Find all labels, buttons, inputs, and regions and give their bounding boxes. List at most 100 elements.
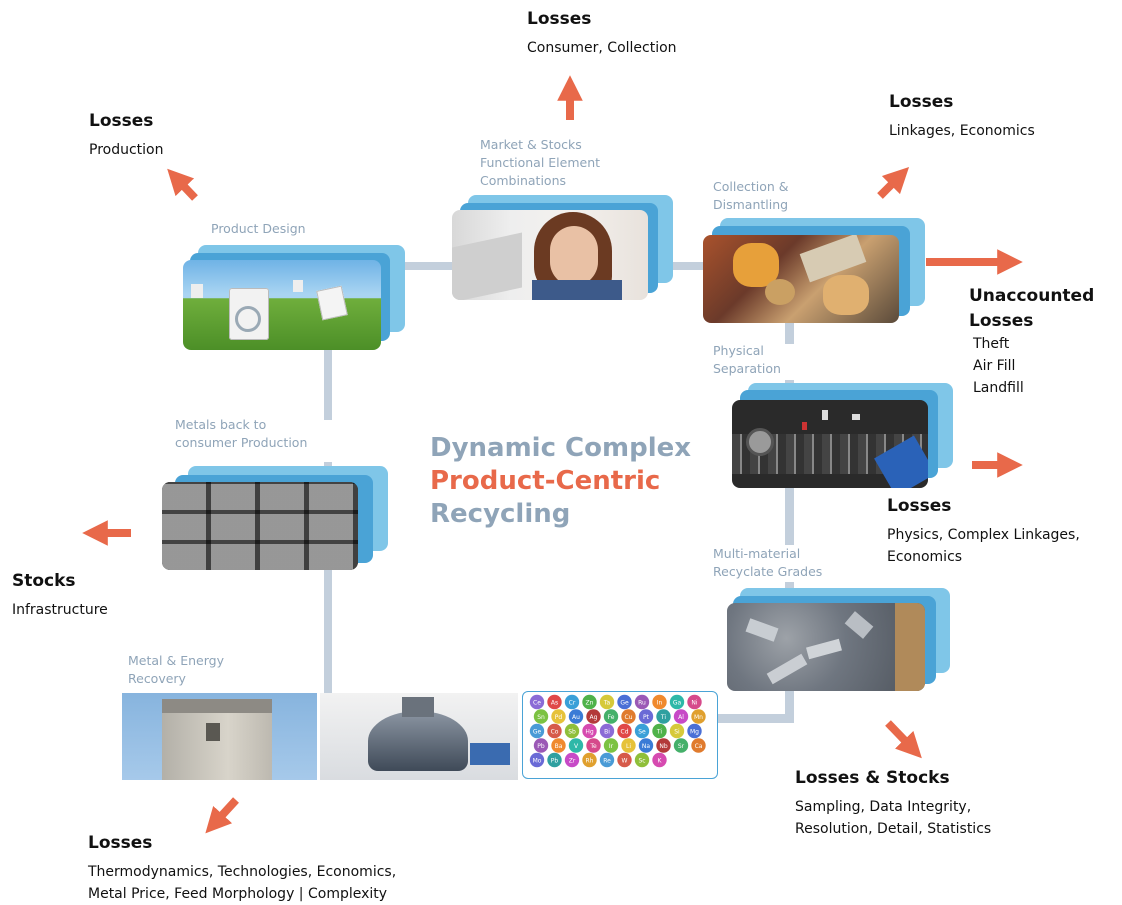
label-losses-physics: Losses Physics, Complex Linkages, Econom… — [887, 495, 1080, 568]
element-symbol: Au — [572, 714, 580, 721]
element-ball — [586, 709, 601, 724]
stage-multi-line2: Recyclate Grades — [713, 564, 823, 579]
element-symbol: Sn — [537, 714, 545, 721]
label-line: Infrastructure — [12, 602, 108, 618]
stage-market-stocks: Market & Stocks Functional Element Combi… — [480, 136, 600, 190]
label-line: Sampling, Data Integrity, — [795, 799, 972, 815]
label-heading: Losses — [89, 111, 154, 131]
element-ball — [603, 709, 619, 724]
label-heading: Losses & Stocks — [795, 768, 950, 788]
element-ball — [691, 738, 706, 753]
element-ball — [669, 694, 685, 710]
stage-multi-material: Multi-material Recyclate Grades — [713, 545, 822, 581]
label-heading: Losses — [527, 9, 592, 29]
element-ball — [621, 709, 636, 724]
element-ball — [638, 738, 654, 753]
element-ball — [568, 709, 584, 724]
element-symbol: Te — [589, 743, 597, 750]
element-symbol: Co — [551, 729, 559, 736]
connector-design-metals — [324, 348, 332, 420]
connector-collection-physical — [785, 322, 794, 344]
label-line: Landfill — [973, 380, 1024, 396]
element-ball — [617, 694, 632, 710]
element-ball — [687, 723, 702, 739]
stage-market-line2: Functional Element — [480, 155, 601, 170]
title-line1: Dynamic Complex — [430, 433, 692, 463]
connector-multi-bottom — [785, 690, 794, 720]
metal-ingots-photo — [162, 482, 358, 570]
element-ball — [533, 709, 549, 724]
element-ball — [568, 738, 584, 753]
element-symbol: Ru — [638, 700, 646, 707]
element-ball — [617, 723, 632, 739]
element-symbol: Sr — [678, 743, 685, 750]
element-symbol: Li — [626, 743, 631, 750]
element-symbol: Bi — [604, 729, 610, 736]
label-losses-production: Losses Production — [89, 110, 163, 161]
stage-collection: Collection & Dismantling — [713, 178, 789, 214]
label-body: Infrastructure — [12, 599, 108, 621]
stage-metals-back: Metals back to consumer Production — [175, 416, 307, 452]
element-symbol: Pb — [551, 758, 559, 765]
label-line: Linkages, Economics — [889, 123, 1035, 139]
element-symbol: Al — [678, 714, 684, 721]
connector-physical-multi-2 — [785, 485, 794, 545]
element-ball — [669, 723, 685, 739]
element-ball — [634, 694, 650, 710]
woman-smiling-photo — [452, 210, 648, 300]
label-body: Thermodynamics, Technologies, Economics,… — [88, 861, 396, 905]
connector-metals-energy — [324, 570, 332, 695]
label-losses-thermodynamics: Losses Thermodynamics, Technologies, Eco… — [88, 832, 396, 905]
element-symbol: Ag — [590, 714, 598, 721]
element-ball — [529, 694, 545, 710]
element-ball — [652, 752, 667, 768]
element-ball — [652, 723, 667, 739]
element-symbol: Mo — [533, 758, 542, 765]
stage-physical: Physical Separation — [713, 342, 781, 378]
title-line2: Product-Centric — [430, 466, 661, 496]
arrow-thermodynamics — [205, 797, 239, 834]
element-ball — [634, 752, 650, 768]
stage-energy-line1: Metal & Energy — [128, 653, 224, 668]
element-symbol: V — [574, 743, 579, 750]
label-heading: Stocks — [12, 571, 76, 591]
element-symbol: Cu — [625, 714, 633, 721]
element-symbol: W — [622, 758, 628, 765]
label-line: Metal Price, Feed Morphology | Complexit… — [88, 886, 388, 902]
stage-energy-recovery: Metal & Energy Recovery — [128, 652, 224, 688]
stage-physical-line2: Separation — [713, 361, 781, 376]
element-ball — [547, 752, 562, 768]
element-symbol: As — [551, 700, 558, 707]
stage-product-design: Product Design — [211, 221, 306, 236]
label-line: Physics, Complex Linkages, — [887, 527, 1080, 543]
stage-multi-line1: Multi-material — [713, 546, 801, 561]
element-symbol: Cr — [569, 700, 576, 707]
element-ball — [551, 738, 566, 753]
element-ball — [564, 752, 580, 768]
element-symbol: In — [657, 700, 663, 707]
label-heading: Losses — [88, 833, 153, 853]
element-symbol: Se — [638, 729, 646, 736]
stage-collection-line1: Collection & — [713, 179, 789, 194]
element-ball — [599, 694, 615, 710]
element-symbol: Ce — [533, 700, 541, 707]
label-body: Consumer, Collection — [527, 37, 677, 59]
element-ball — [599, 752, 615, 768]
element-symbol: Hg — [585, 729, 594, 736]
label-stocks-infrastructure: Stocks Infrastructure — [12, 570, 108, 621]
label-line: Air Fill — [973, 358, 1016, 374]
label-heading: Losses — [887, 496, 952, 516]
title-line3: Recycling — [430, 499, 571, 529]
element-ball — [582, 694, 597, 710]
element-ball — [634, 723, 650, 739]
element-ball — [656, 709, 671, 724]
element-ball — [582, 723, 597, 739]
stage-physical-line1: Physical — [713, 343, 764, 358]
element-ball — [529, 752, 545, 768]
element-ball — [582, 752, 597, 768]
connector-bottom-horizontal — [718, 714, 794, 723]
label-body: Theft Air Fill Landfill — [973, 333, 1094, 399]
element-ball — [673, 738, 689, 753]
